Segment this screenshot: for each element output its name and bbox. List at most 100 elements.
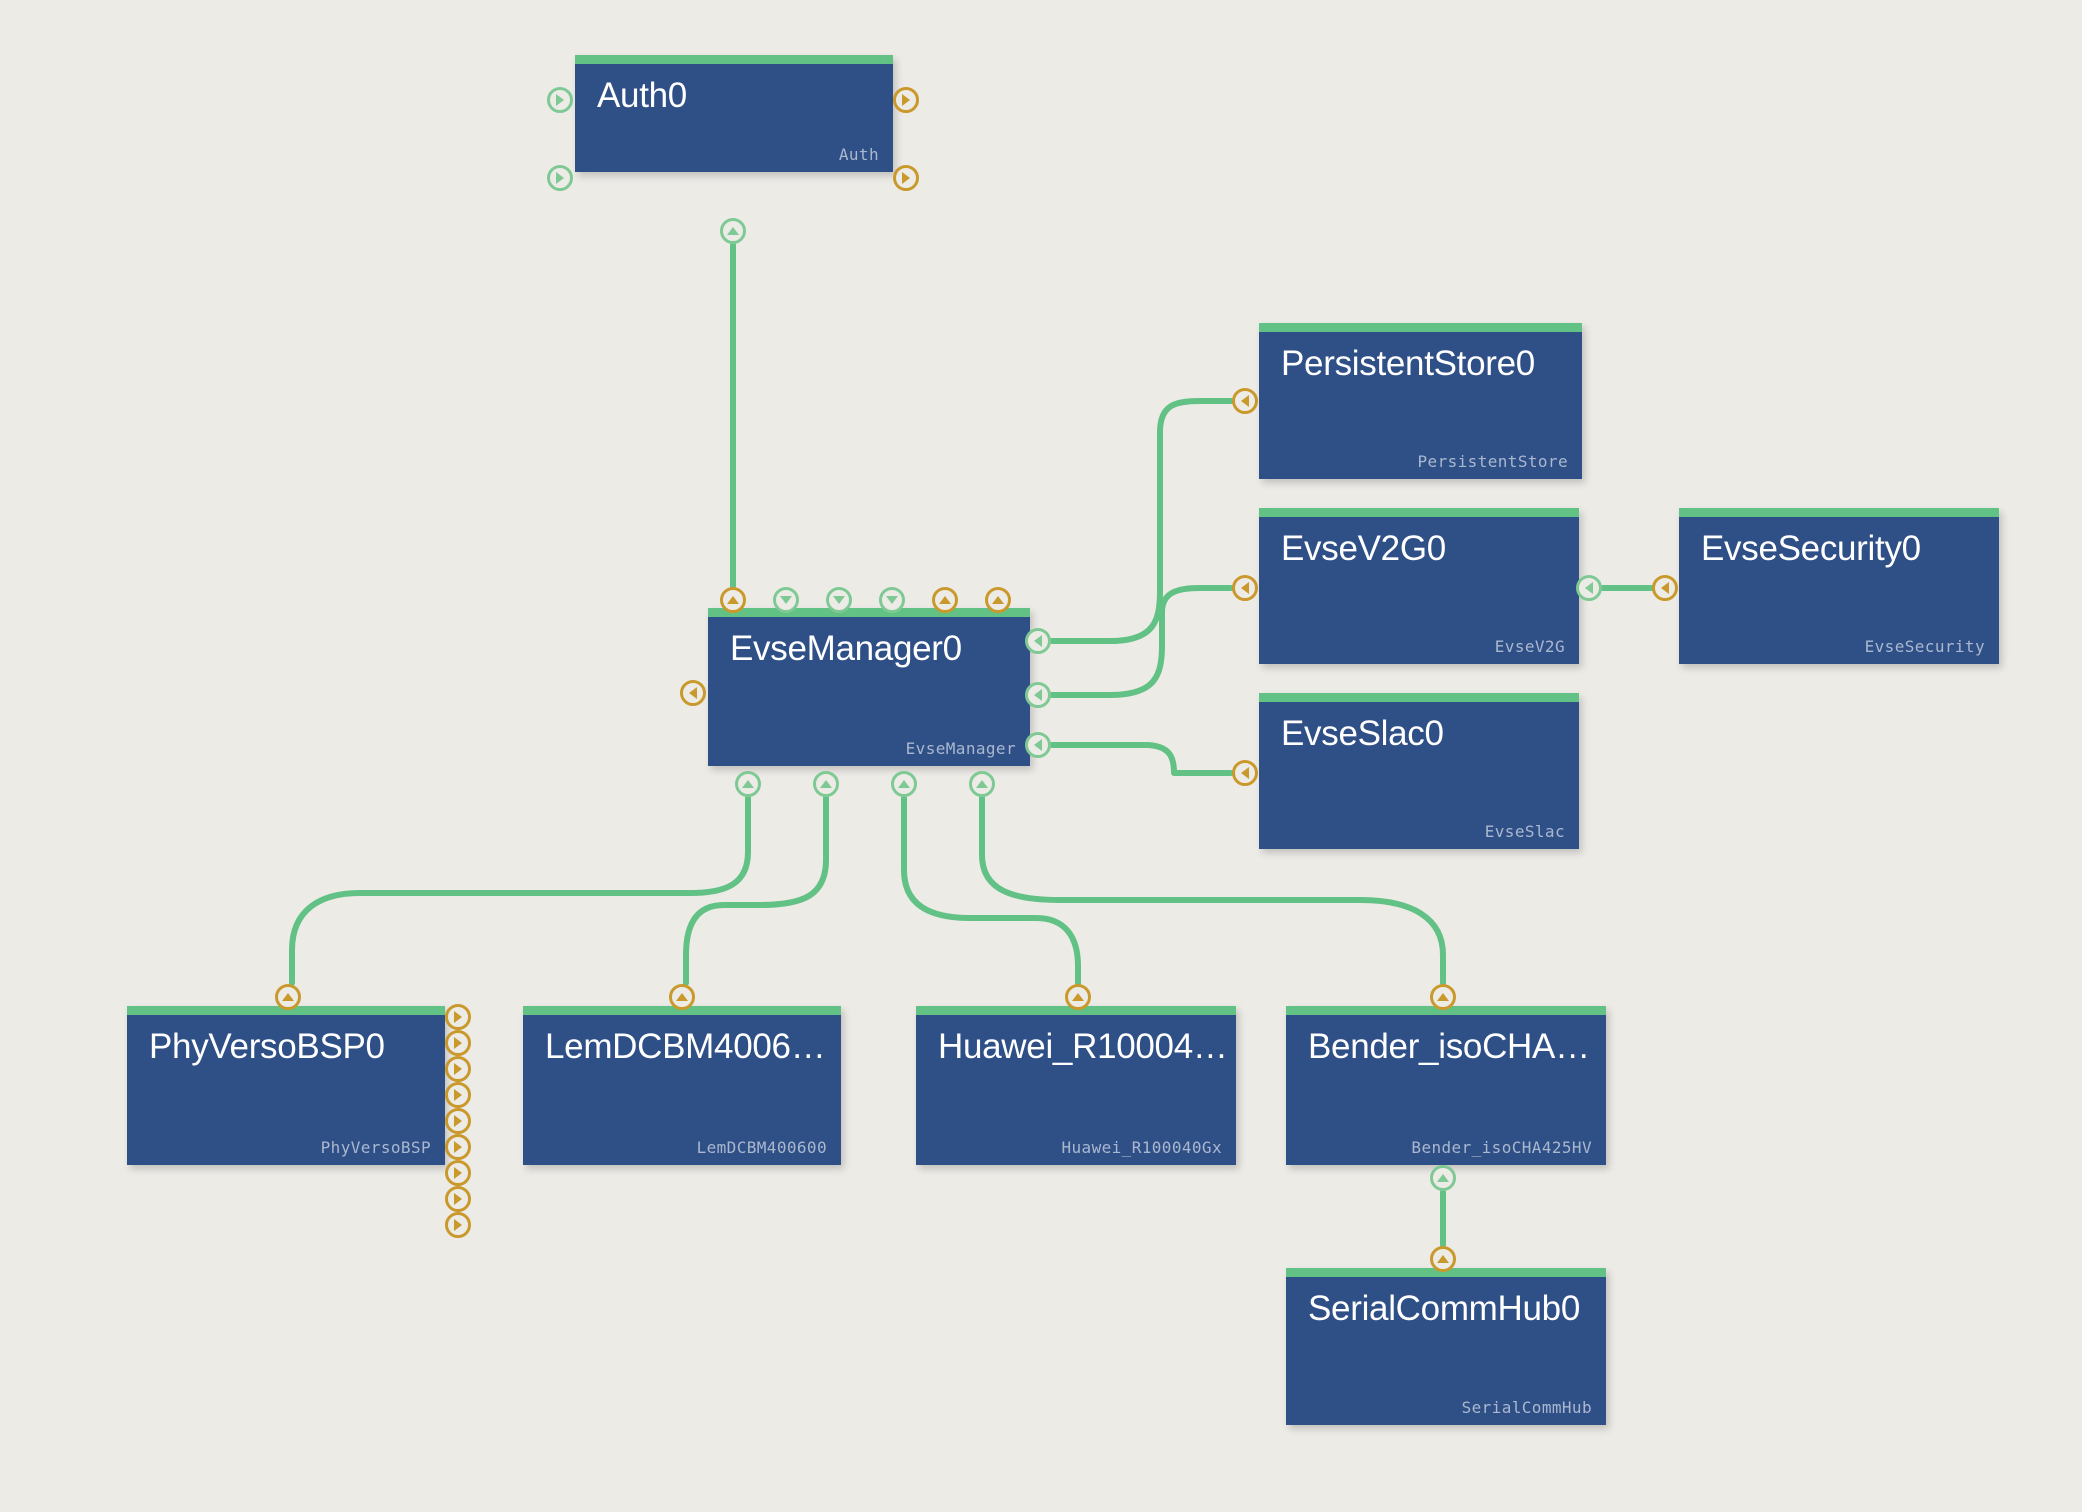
port-phyversobsp0-right-6[interactable] — [445, 1134, 471, 1160]
arrow-up-icon — [676, 993, 688, 1001]
port-phyversobsp0-right-3[interactable] — [445, 1056, 471, 1082]
port-phyversobsp0-top-1[interactable] — [275, 984, 301, 1010]
port-huawei-r10004-top-1[interactable] — [1065, 984, 1091, 1010]
node-title-bender-isocha: Bender_isoCHA… — [1308, 1027, 1590, 1066]
port-phyversobsp0-right-5[interactable] — [445, 1108, 471, 1134]
arrow-right-icon — [454, 1219, 462, 1231]
port-evsemanager0-right-3[interactable] — [1025, 732, 1051, 758]
port-serialcommhub0-top-1[interactable] — [1430, 1246, 1456, 1272]
port-evsemanager0-top-5[interactable] — [932, 587, 958, 613]
port-evseslac0-left-1[interactable] — [1232, 760, 1258, 786]
node-type-evsev2g0: EvseV2G — [1494, 637, 1565, 656]
port-auth0-in-left-2[interactable] — [547, 165, 573, 191]
port-auth0-in-left-1[interactable] — [547, 87, 573, 113]
arrow-right-icon — [902, 94, 910, 106]
node-title-evsesecurity0: EvseSecurity0 — [1701, 529, 1921, 568]
port-phyversobsp0-right-4[interactable] — [445, 1082, 471, 1108]
port-evsev2g0-left-1[interactable] — [1232, 575, 1258, 601]
port-evsemanager0-top-1[interactable] — [720, 587, 746, 613]
node-huawei-r10004[interactable]: Huawei_R10004… Huawei_R100040Gx — [916, 1006, 1236, 1165]
node-title-auth0: Auth0 — [597, 76, 687, 115]
node-type-auth0: Auth — [838, 145, 879, 164]
arrow-up-icon — [976, 780, 988, 788]
port-bender-isocha-bottom-1[interactable] — [1430, 1165, 1456, 1191]
port-evsemanager0-right-1[interactable] — [1025, 628, 1051, 654]
arrow-up-icon — [1072, 993, 1084, 1001]
arrow-right-icon — [454, 1037, 462, 1049]
arrow-left-icon — [1034, 635, 1042, 647]
arrow-right-icon — [454, 1089, 462, 1101]
port-evsev2g0-right-1[interactable] — [1576, 575, 1602, 601]
arrow-right-icon — [454, 1063, 462, 1075]
arrow-right-icon — [454, 1193, 462, 1205]
arrow-left-icon — [1241, 582, 1249, 594]
arrow-up-icon — [898, 780, 910, 788]
node-type-evsemanager0: EvseManager — [905, 739, 1016, 758]
port-lemdcbm4006-top-1[interactable] — [669, 984, 695, 1010]
arrow-up-icon — [727, 596, 739, 604]
node-type-evsesecurity0: EvseSecurity — [1864, 637, 1985, 656]
arrow-up-icon — [820, 780, 832, 788]
node-title-huawei-r10004: Huawei_R10004… — [938, 1027, 1228, 1066]
arrow-up-icon — [1437, 1255, 1449, 1263]
port-auth0-out-bottom[interactable] — [720, 218, 746, 244]
node-title-evseslac0: EvseSlac0 — [1281, 714, 1444, 753]
arrow-left-icon — [1034, 739, 1042, 751]
port-evsemanager0-right-2[interactable] — [1025, 682, 1051, 708]
arrow-up-icon — [282, 993, 294, 1001]
arrow-left-icon — [1241, 395, 1249, 407]
port-evsemanager0-left-1[interactable] — [680, 680, 706, 706]
port-evsemanager0-bottom-2[interactable] — [813, 771, 839, 797]
node-type-evseslac0: EvseSlac — [1484, 822, 1565, 841]
node-title-lemdcbm4006: LemDCBM4006… — [545, 1027, 826, 1066]
port-evsemanager0-top-3[interactable] — [826, 587, 852, 613]
node-title-phyversobsp0: PhyVersoBSP0 — [149, 1027, 385, 1066]
port-evsemanager0-top-4[interactable] — [879, 587, 905, 613]
node-lemdcbm4006[interactable]: LemDCBM4006… LemDCBM400600 — [523, 1006, 841, 1165]
arrow-down-icon — [886, 596, 898, 604]
node-bender-isocha[interactable]: Bender_isoCHA… Bender_isoCHA425HV — [1286, 1006, 1606, 1165]
port-evsemanager0-top-6[interactable] — [985, 587, 1011, 613]
arrow-right-icon — [454, 1167, 462, 1179]
port-auth0-out-right-2[interactable] — [893, 165, 919, 191]
port-evsesecurity0-left-1[interactable] — [1652, 575, 1678, 601]
port-evsemanager0-bottom-4[interactable] — [969, 771, 995, 797]
port-evsemanager0-top-2[interactable] — [773, 587, 799, 613]
node-type-lemdcbm4006: LemDCBM400600 — [696, 1138, 827, 1157]
node-type-bender-isocha: Bender_isoCHA425HV — [1411, 1138, 1592, 1157]
port-phyversobsp0-right-9[interactable] — [445, 1212, 471, 1238]
port-persistentstore0-left-1[interactable] — [1232, 388, 1258, 414]
node-type-phyversobsp0: PhyVersoBSP — [320, 1138, 431, 1157]
arrow-right-icon — [556, 94, 564, 106]
port-phyversobsp0-right-2[interactable] — [445, 1030, 471, 1056]
port-evsemanager0-bottom-3[interactable] — [891, 771, 917, 797]
arrow-right-icon — [454, 1115, 462, 1127]
arrow-up-icon — [992, 596, 1004, 604]
arrow-left-icon — [1034, 689, 1042, 701]
arrow-up-icon — [939, 596, 951, 604]
port-bender-isocha-top-1[interactable] — [1430, 984, 1456, 1010]
port-phyversobsp0-right-1[interactable] — [445, 1004, 471, 1030]
arrow-left-icon — [689, 687, 697, 699]
arrow-right-icon — [556, 172, 564, 184]
arrow-left-icon — [1585, 582, 1593, 594]
node-title-persistentstore0: PersistentStore0 — [1281, 344, 1535, 383]
port-evsemanager0-bottom-1[interactable] — [735, 771, 761, 797]
node-title-evsev2g0: EvseV2G0 — [1281, 529, 1446, 568]
port-auth0-out-right-1[interactable] — [893, 87, 919, 113]
arrow-left-icon — [1241, 767, 1249, 779]
node-type-persistentstore0: PersistentStore — [1417, 452, 1568, 471]
port-phyversobsp0-right-8[interactable] — [445, 1186, 471, 1212]
arrow-up-icon — [1437, 993, 1449, 1001]
node-type-huawei-r10004: Huawei_R100040Gx — [1061, 1138, 1222, 1157]
port-phyversobsp0-right-7[interactable] — [445, 1160, 471, 1186]
